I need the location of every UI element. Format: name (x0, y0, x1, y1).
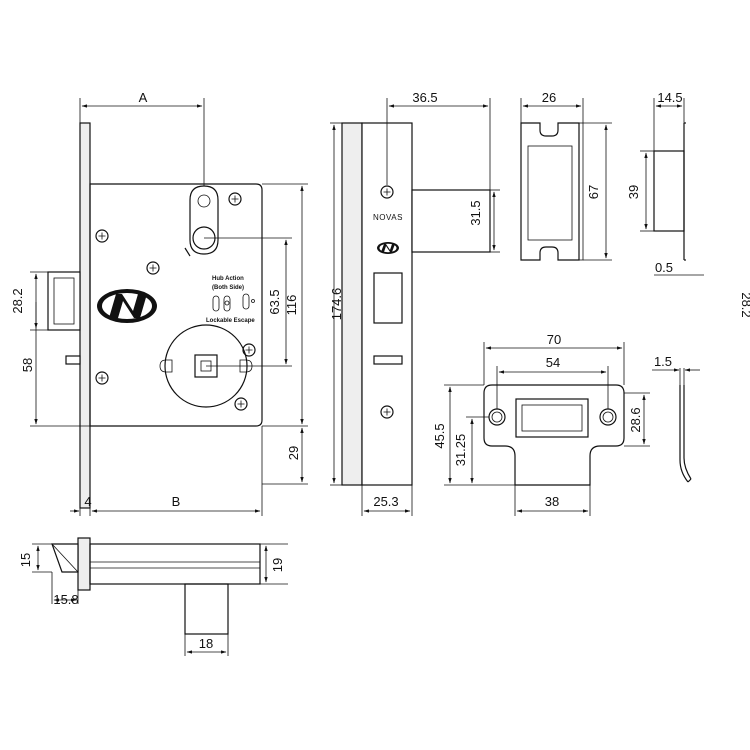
dim-B: B (172, 494, 181, 509)
dim-1-5: 1.5 (654, 354, 672, 369)
lip-detail-view: 1.5 (652, 354, 700, 483)
bottom-spindle (184, 583, 229, 635)
faceplate-edge (341, 122, 363, 486)
strike-plate (483, 384, 625, 486)
dim-39: 39 (626, 185, 641, 199)
novas-logo-icon (97, 289, 157, 323)
screw-icon (95, 371, 109, 385)
both-side-label: (Both Side) (212, 285, 244, 291)
forend-plate (79, 122, 91, 509)
strike-opening (515, 398, 589, 438)
dim-36-5: 36.5 (412, 90, 437, 105)
dim-26: 26 (542, 90, 556, 105)
deadbolt-stub (65, 355, 81, 365)
dim-45-5: 45.5 (432, 423, 447, 448)
front-view: Hub Action (Both Side) Lockable Escape A… (10, 90, 308, 516)
bottom-forend (77, 537, 91, 591)
dim-A: A (139, 90, 148, 105)
upper-keyhole-slot (189, 185, 219, 255)
screw-icon (380, 405, 394, 419)
faceplate-view: NOVAS 36.5 31.5 174.6 25.3 (329, 90, 500, 516)
screw-icon (228, 192, 242, 206)
latch-bolt (47, 271, 81, 331)
dim-29: 29 (286, 446, 301, 460)
dim-174-6: 174.6 (329, 288, 344, 321)
dim-4: 4 (84, 494, 91, 509)
strike-hole-left (488, 408, 506, 426)
lock-case (89, 183, 263, 427)
dim-25-3: 25.3 (373, 494, 398, 509)
bottom-view: 15 15.8 19 18 (18, 537, 288, 656)
side-box (653, 150, 685, 232)
dim-54: 54 (546, 355, 560, 370)
hub-action-label: Hub Action (212, 276, 244, 282)
screw-icon (95, 229, 109, 243)
dim-67: 67 (586, 185, 601, 199)
dim-38: 38 (545, 494, 559, 509)
dim-19: 19 (270, 558, 285, 572)
dim-70: 70 (547, 332, 561, 347)
dim-15: 15 (18, 553, 33, 567)
dim-116: 116 (284, 295, 299, 316)
dim-15-8: 15.8 (53, 592, 78, 607)
novas-small-logo-icon (377, 242, 399, 254)
strike-plate-view: 70 54 45.5 31.25 28.6 38 (432, 332, 650, 516)
latch-opening (373, 272, 403, 324)
screw-icon (380, 185, 394, 199)
side-box-view: 14.5 39 0.5 (626, 90, 704, 276)
dim-0-5: 0.5 (655, 260, 673, 275)
strike-lip (679, 385, 689, 483)
deadbolt-opening (373, 355, 403, 365)
dim-31-5: 31.5 (468, 200, 483, 225)
dim-31-25: 31.25 (453, 434, 468, 467)
screw-icon (234, 397, 248, 411)
dim-14-5: 14.5 (657, 90, 682, 105)
dim-28-2: 28.2 (10, 288, 25, 313)
dim-58: 58 (20, 358, 35, 372)
screw-icon (146, 261, 160, 275)
strike-hole-right (599, 408, 617, 426)
brand-label: NOVAS (373, 213, 403, 222)
dim-63-5: 63.5 (267, 289, 282, 314)
strike-box-view: 26 67 (520, 90, 612, 261)
dim-18: 18 (199, 636, 213, 651)
bottom-case (89, 543, 261, 585)
edge-dim-28-2: 28.2 (739, 292, 750, 317)
dim-28-6: 28.6 (628, 407, 643, 432)
latch-side (411, 189, 491, 253)
strike-box (520, 122, 580, 261)
lockable-escape-label: Lockable Escape (206, 318, 255, 324)
